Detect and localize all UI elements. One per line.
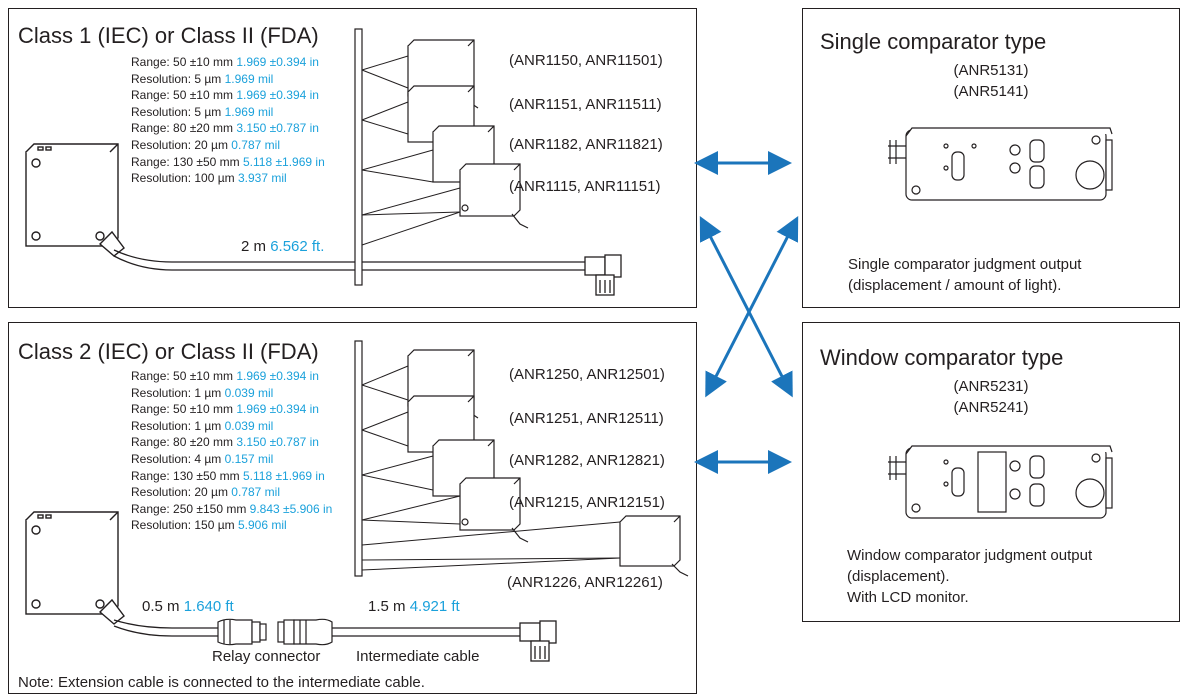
window-desc-line-2: (displacement). bbox=[847, 568, 950, 585]
class2-model-1: (ANR1250, ANR12501) bbox=[509, 366, 665, 383]
extension-note: Note: Extension cable is connected to th… bbox=[18, 674, 425, 691]
single-models: (ANR5131) (ANR5141) bbox=[802, 60, 1180, 102]
spec-line: Resolution: 150 µm 5.906 mil bbox=[131, 518, 287, 533]
window-controller-drawing bbox=[888, 445, 1113, 519]
class2-sensor-body bbox=[25, 511, 125, 625]
spec-line: Resolution: 100 µm 3.937 mil bbox=[131, 171, 287, 186]
relay-connector bbox=[217, 618, 333, 646]
window-description: Window comparator judgment output (displ… bbox=[847, 545, 1092, 608]
single-model-1: (ANR5131) bbox=[953, 62, 1029, 79]
spec-line: Range: 80 ±20 mm 3.150 ±0.787 in bbox=[131, 121, 319, 136]
window-desc-line-3: With LCD monitor. bbox=[847, 589, 969, 606]
window-models: (ANR5231) (ANR5241) bbox=[802, 376, 1180, 418]
single-description: Single comparator judgment output (displ… bbox=[848, 254, 1081, 296]
class2-title: Class 2 (IEC) or Class II (FDA) bbox=[18, 339, 319, 364]
spec-line: Range: 50 ±10 mm 1.969 ±0.394 in bbox=[131, 402, 319, 417]
spec-line: Resolution: 1 µm 0.039 mil bbox=[131, 418, 274, 433]
class2-sensor-heads bbox=[407, 349, 689, 577]
spec-line: Resolution: 5 µm 1.969 mil bbox=[131, 71, 274, 86]
connection-arrows bbox=[694, 151, 799, 474]
class1-model-1: (ANR1150, ANR11501) bbox=[509, 52, 663, 69]
class2-spec-list: Range: 50 ±10 mm 1.969 ±0.394 in Resolut… bbox=[131, 368, 332, 534]
spec-line: Range: 250 ±150 mm 9.843 ±5.906 in bbox=[131, 501, 333, 516]
spec-line: Range: 50 ±10 mm 1.969 ±0.394 in bbox=[131, 55, 319, 69]
window-title: Window comparator type bbox=[820, 345, 1064, 370]
class1-sensor-body bbox=[25, 143, 125, 257]
class1-model-3: (ANR1182, ANR11821) bbox=[509, 136, 663, 153]
class1-cable bbox=[113, 249, 585, 271]
class1-connector bbox=[584, 254, 622, 296]
single-controller-drawing bbox=[888, 127, 1113, 201]
class1-panel bbox=[8, 8, 697, 308]
spec-line: Resolution: 1 µm 0.039 mil bbox=[131, 385, 274, 400]
class2-cable-2 bbox=[332, 627, 520, 637]
class1-title: Class 1 (IEC) or Class II (FDA) bbox=[18, 23, 319, 48]
window-desc-line-1: Window comparator judgment output bbox=[847, 547, 1093, 564]
class2-model-2: (ANR1251, ANR12511) bbox=[509, 410, 664, 427]
spec-line: Range: 80 ±20 mm 3.150 ±0.787 in bbox=[131, 435, 319, 450]
class2-panel bbox=[8, 322, 697, 694]
spec-line: Resolution: 20 µm 0.787 mil bbox=[131, 137, 280, 152]
spec-line: Range: 130 ±50 mm 5.118 ±1.969 in bbox=[131, 468, 325, 483]
spec-line: Resolution: 20 µm 0.787 mil bbox=[131, 485, 280, 500]
single-desc-line-2: (displacement / amount of light). bbox=[848, 277, 1062, 294]
class2-connector bbox=[519, 620, 557, 662]
class1-model-2: (ANR1151, ANR11511) bbox=[509, 96, 662, 113]
window-model-1: (ANR5231) bbox=[953, 378, 1029, 395]
class2-model-3: (ANR1282, ANR12821) bbox=[509, 452, 665, 469]
class1-fan-lines bbox=[361, 55, 461, 246]
class1-sensor-heads bbox=[407, 39, 529, 229]
class1-cable-length: 2 m 6.562 ft. bbox=[241, 238, 325, 255]
single-desc-line-1: Single comparator judgment output bbox=[848, 256, 1082, 273]
single-title: Single comparator type bbox=[820, 29, 1047, 54]
spec-line: Range: 50 ±10 mm 1.969 ±0.394 in bbox=[131, 88, 319, 103]
single-model-2: (ANR5141) bbox=[953, 83, 1029, 100]
spec-line: Resolution: 4 µm 0.157 mil bbox=[131, 451, 274, 466]
spec-line: Resolution: 5 µm 1.969 mil bbox=[131, 104, 274, 119]
class1-spec-list: Range: 50 ±10 mm 1.969 ±0.394 in Resolut… bbox=[131, 54, 325, 187]
spec-line: Range: 130 ±50 mm 5.118 ±1.969 in bbox=[131, 154, 325, 169]
class2-model-5: (ANR1226, ANR12261) bbox=[507, 574, 663, 591]
class1-model-4: (ANR1115, ANR11151) bbox=[509, 178, 661, 195]
class2-fan-lines bbox=[361, 365, 621, 571]
class2-model-4: (ANR1215, ANR12151) bbox=[509, 494, 665, 511]
intermediate-cable-label: Intermediate cable bbox=[356, 648, 480, 665]
window-model-2: (ANR5241) bbox=[953, 399, 1029, 416]
class2-cable-length-1: 0.5 m 1.640 ft bbox=[142, 598, 234, 615]
spec-line: Range: 50 ±10 mm 1.969 ±0.394 in bbox=[131, 369, 319, 383]
class2-cable-1 bbox=[113, 619, 218, 637]
class2-cable-length-2: 1.5 m 4.921 ft bbox=[368, 598, 460, 615]
relay-connector-label: Relay connector bbox=[212, 648, 321, 665]
